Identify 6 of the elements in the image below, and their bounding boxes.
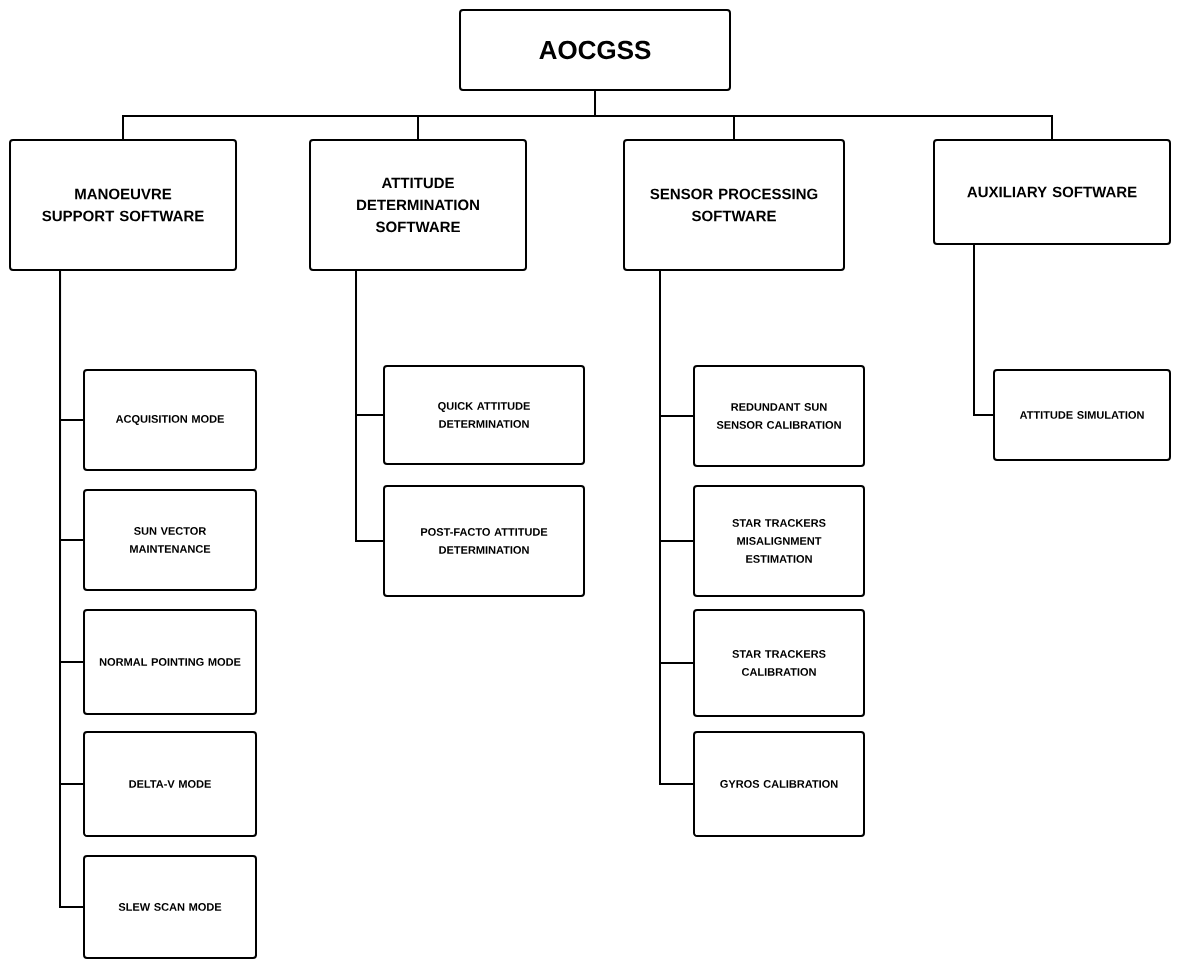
connector xyxy=(594,90,1053,140)
connector xyxy=(973,243,994,416)
connector xyxy=(59,269,84,908)
connector xyxy=(659,269,694,785)
root-box: AOCGSS xyxy=(459,9,731,91)
connector xyxy=(355,269,384,542)
